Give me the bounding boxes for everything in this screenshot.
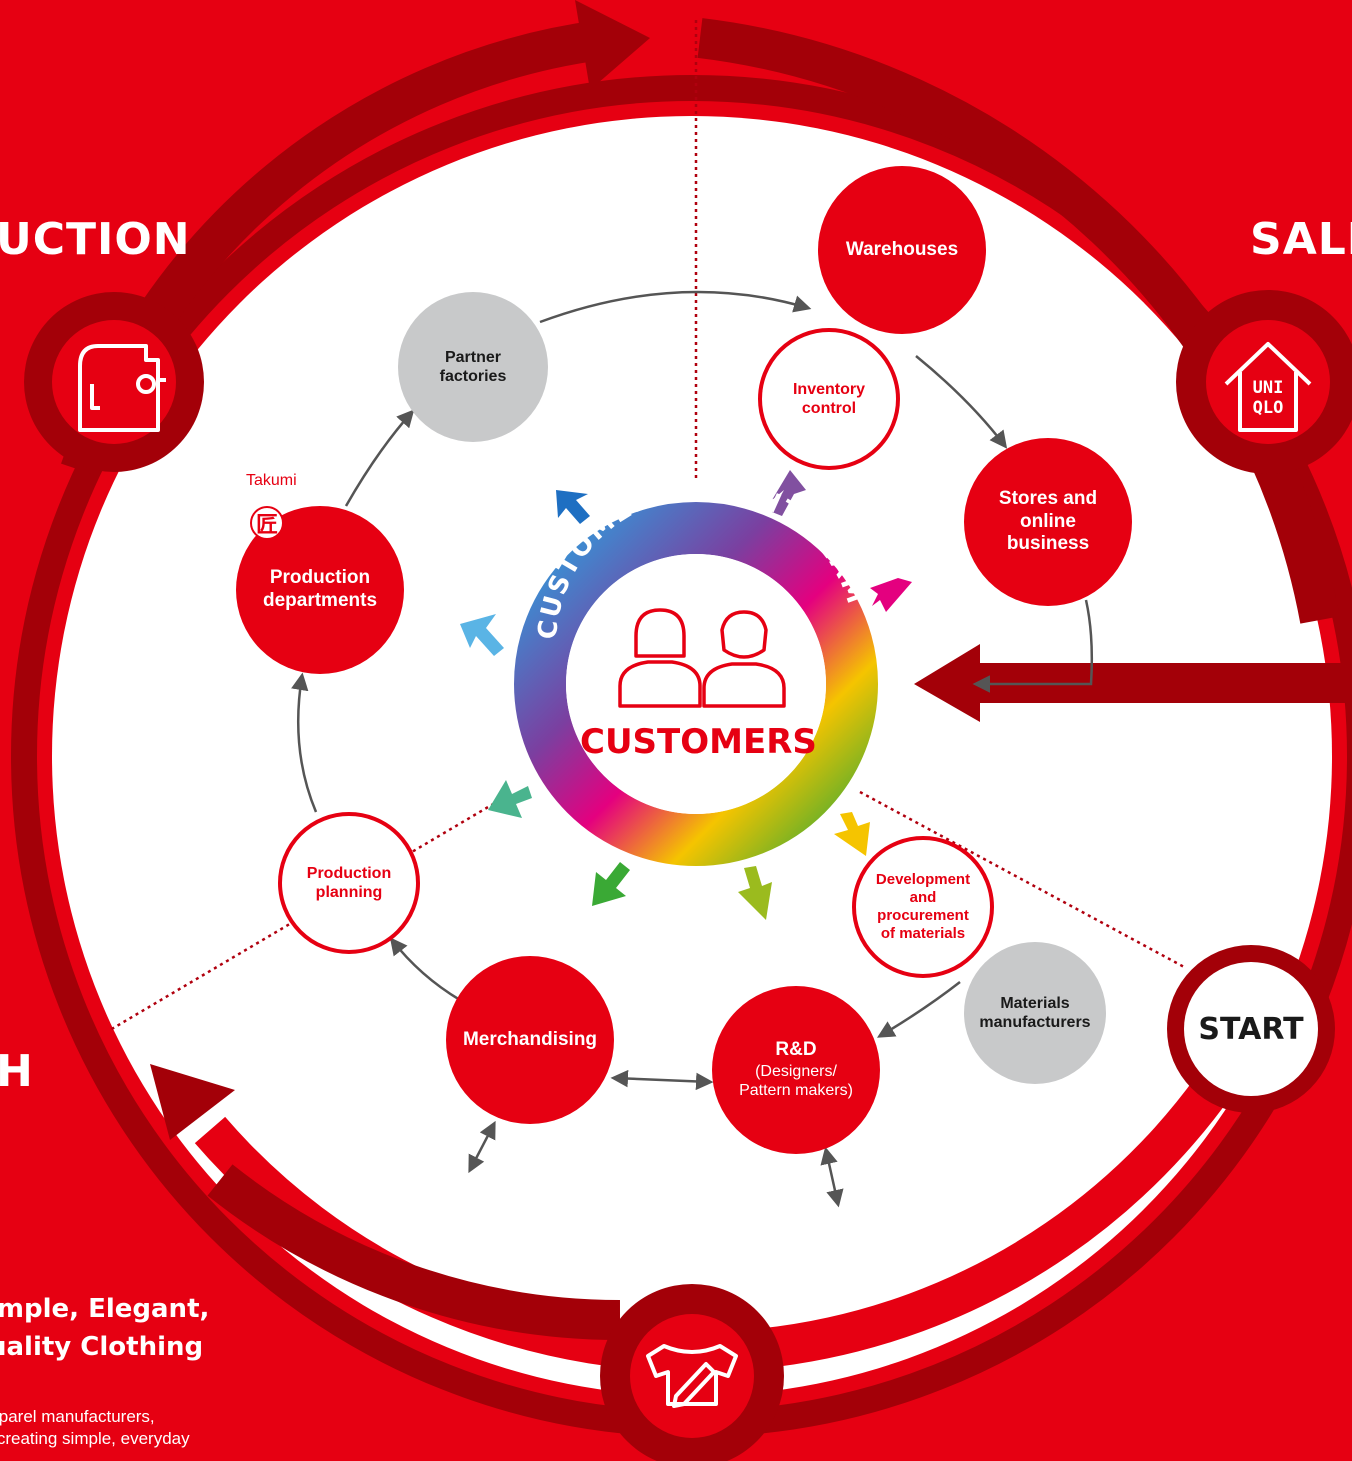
phase-sales-label: SALE xyxy=(1250,214,1352,265)
materials-line2: manufacturers xyxy=(979,1014,1091,1031)
research-arrow xyxy=(207,1164,621,1341)
store-icon-text-2: QLO xyxy=(1253,398,1284,418)
insight-ring xyxy=(514,502,878,866)
design-icon-inner xyxy=(630,1314,754,1438)
production-arrowhead xyxy=(575,0,650,90)
inventory-control-line1: Inventory xyxy=(792,380,865,398)
development-line2: and xyxy=(909,889,937,906)
rnd-sub-line2: Pattern makers) xyxy=(739,1082,853,1100)
body-text: er apparel manufacturers, s on creating … xyxy=(0,1407,190,1448)
sewing-machine-icon xyxy=(78,344,166,432)
node-warehouses: Warehouses xyxy=(818,166,986,334)
phase-research-label: H xyxy=(0,1046,34,1097)
development-line3: procurement xyxy=(877,907,969,924)
divider-right xyxy=(859,790,1187,970)
research-arrowhead xyxy=(150,1064,235,1140)
center-direction-arrows xyxy=(460,470,912,920)
rnd-title: R&D xyxy=(775,1039,817,1061)
node-materials-manufacturers: Materials manufacturers xyxy=(964,942,1106,1084)
phase-production-label: UCTION xyxy=(0,214,191,265)
tagline: imple, Elegant, uality Clothing xyxy=(0,1294,210,1362)
partner-factories-line2: factories xyxy=(439,368,507,385)
node-inventory-control: Inventory control xyxy=(758,328,900,470)
woman-icon xyxy=(618,608,702,708)
production-planning-line1: Production xyxy=(306,864,392,882)
merchandising-label: Merchandising xyxy=(462,1028,598,1050)
node-rnd: R&D (Designers/ Pattern makers) xyxy=(712,986,880,1154)
flow-planning-production xyxy=(291,672,318,813)
flow-dev-rnd xyxy=(876,981,961,1038)
uniqlo-store-icon xyxy=(1224,342,1312,432)
stores-line3: business xyxy=(1006,533,1090,555)
inventory-control-line2: control xyxy=(801,400,857,417)
store-icon-text-1: UNI xyxy=(1253,378,1284,398)
takumi-label: Takumi xyxy=(246,472,297,489)
development-line1: Development xyxy=(875,871,971,888)
warehouses-label: Warehouses xyxy=(845,238,959,260)
flow-merch-planning xyxy=(389,937,461,1002)
node-merchandising: Merchandising xyxy=(446,956,614,1124)
node-production-departments: Production departments xyxy=(236,506,404,674)
start-badge: START xyxy=(1184,962,1318,1096)
sales-arc xyxy=(697,18,1340,624)
flow-merch-rnd xyxy=(610,1069,714,1091)
flow-rnd-out xyxy=(820,1146,844,1208)
flow-warehouses-stores xyxy=(915,355,1008,449)
production-departments-line2: departments xyxy=(262,590,378,611)
stores-line1: Stores and xyxy=(998,487,1098,509)
node-stores-online: Stores and online business xyxy=(964,438,1132,606)
materials-line1: Materials xyxy=(1000,994,1070,1012)
flow-merch-out xyxy=(468,1120,496,1174)
takumi-kanji-mark: 匠 xyxy=(250,506,284,540)
flow-factories-warehouses xyxy=(539,290,812,324)
rnd-sub-line1: (Designers/ xyxy=(755,1063,837,1081)
partner-factories-line1: Partner xyxy=(444,348,502,366)
production-planning-line2: planning xyxy=(315,884,383,901)
sales-arrow-bar xyxy=(914,644,1352,722)
production-departments-line1: Production xyxy=(269,567,371,589)
development-line4: of materials xyxy=(880,925,966,942)
customers-label: CUSTOMERS xyxy=(580,722,817,762)
node-production-planning: Production planning xyxy=(278,812,420,954)
flow-stores-center xyxy=(972,599,1094,693)
node-development-materials: Development and procurement of materials xyxy=(852,836,994,978)
stores-line2: online xyxy=(1020,510,1076,532)
sales-icon-inner xyxy=(1206,320,1330,444)
customers-core xyxy=(566,554,826,814)
flow-production-factories xyxy=(344,409,415,507)
tshirt-pencil-icon xyxy=(646,1344,738,1408)
man-icon xyxy=(702,610,786,708)
node-partner-factories: Partner factories xyxy=(398,292,548,442)
